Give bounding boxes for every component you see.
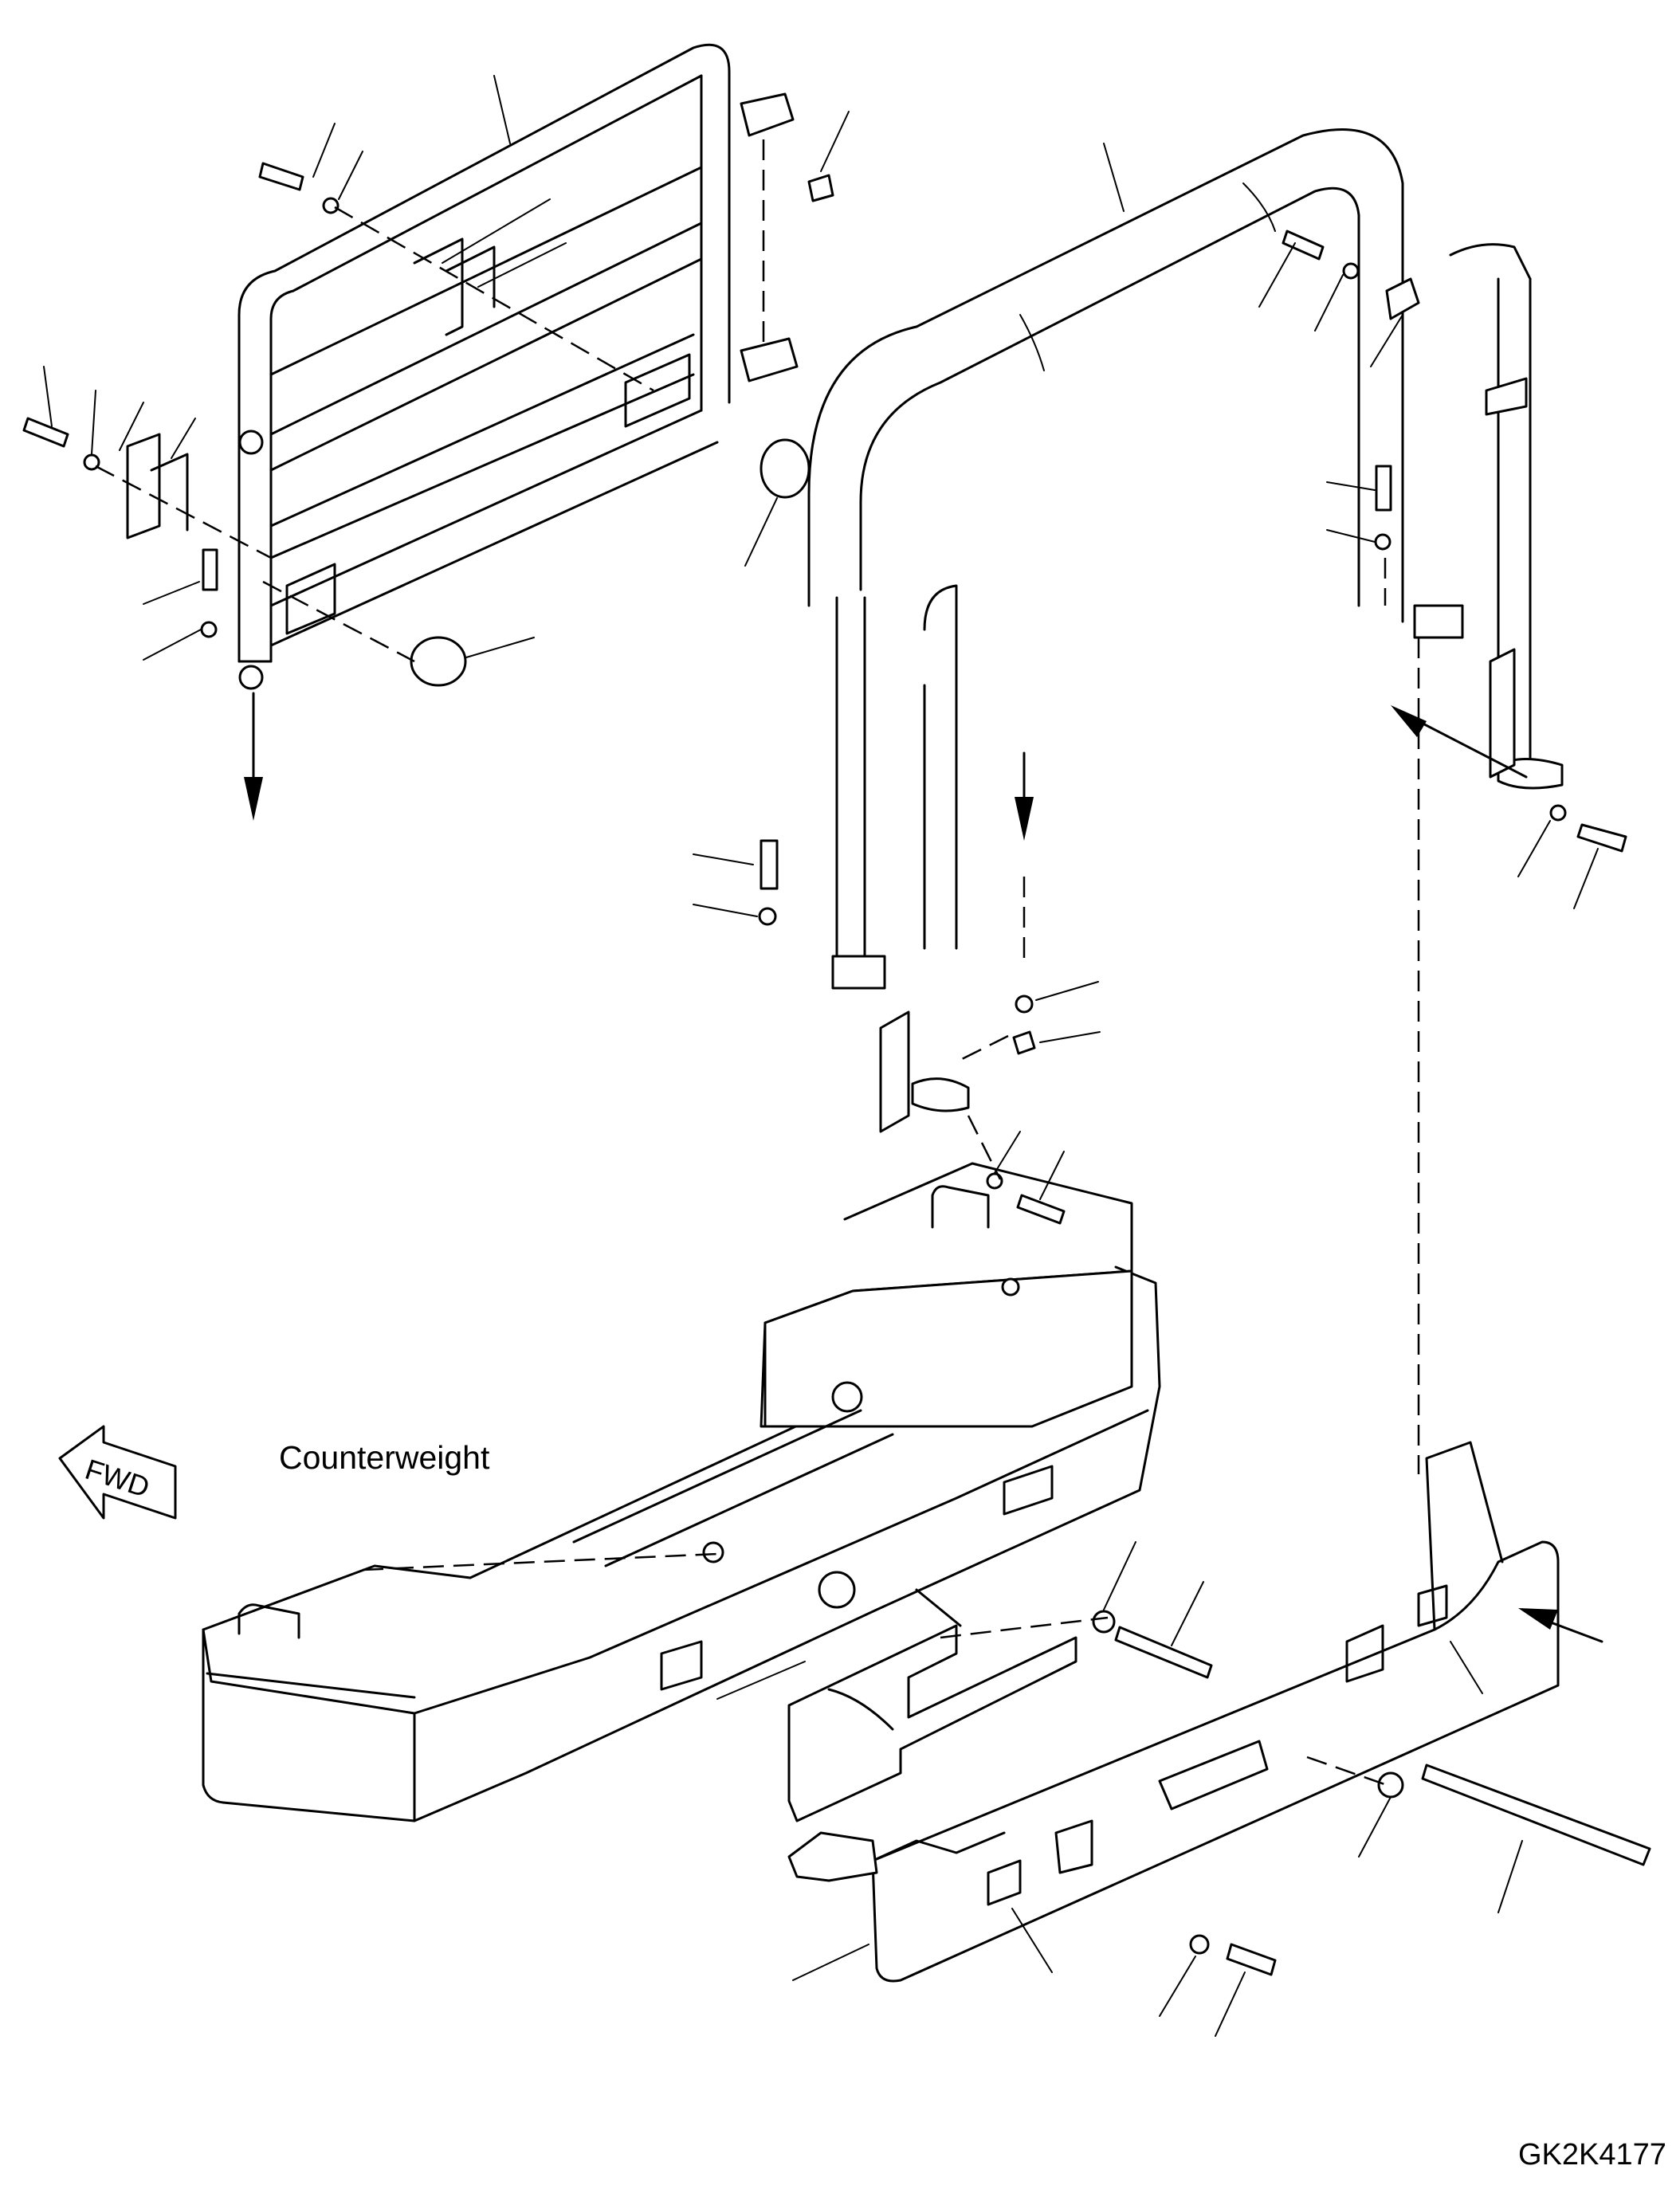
leader-lines: [43, 75, 1599, 2037]
fwd-arrow-icon: FWD: [58, 1425, 177, 1520]
gate-assembly: [22, 43, 834, 821]
drawing-number: GK2K4177: [1518, 2138, 1666, 2171]
guard-rail-assembly: [758, 128, 1627, 1474]
rear-bracket-assembly: [787, 1441, 1651, 1983]
counterweight-assembly: FWD: [58, 1162, 1161, 1822]
counterweight-label: Counterweight: [279, 1439, 490, 1476]
